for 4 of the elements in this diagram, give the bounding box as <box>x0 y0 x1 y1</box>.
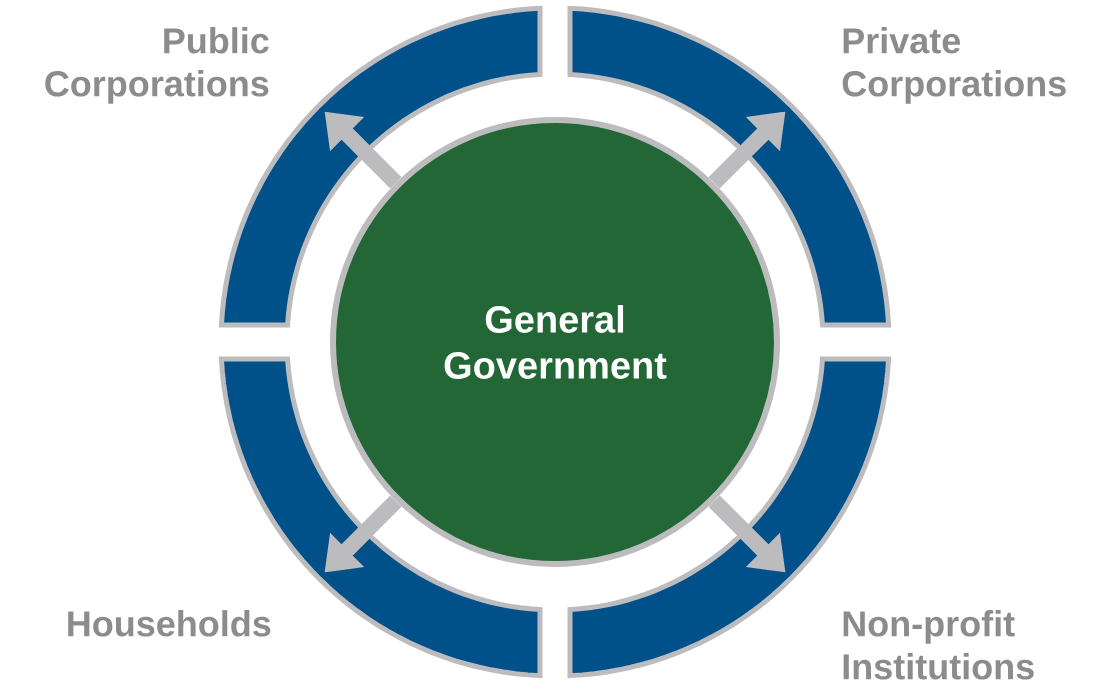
segment-label: Private Corporations <box>842 27 1066 104</box>
segment-label: Households <box>68 610 271 637</box>
segment-label: Public Corporations <box>45 27 269 104</box>
segment-label: Non-profit Institutions <box>843 610 1034 680</box>
